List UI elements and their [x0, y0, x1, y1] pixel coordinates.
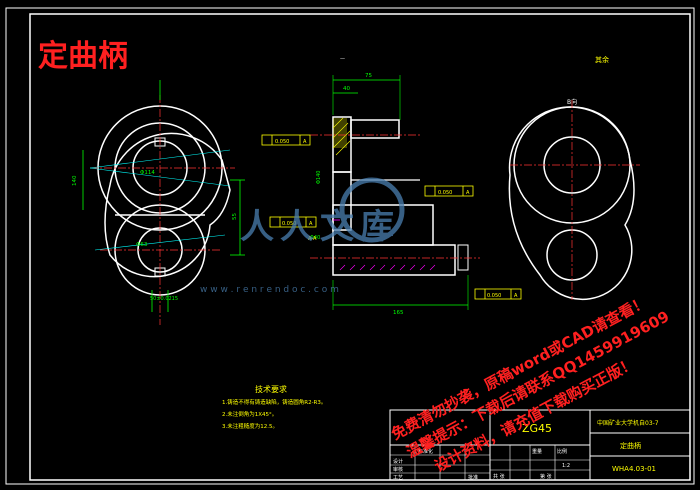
title-block: ZG45 中国矿业大学机自03-7 定曲柄 WHA4.03-01 设计 审核 工…	[389, 409, 691, 481]
svg-text:A: A	[466, 190, 470, 196]
dim-75-label: 75	[365, 73, 372, 79]
inner-frame	[29, 13, 691, 481]
tb-label-scale: 比例	[557, 448, 567, 455]
dim-140-label: 140	[72, 175, 78, 186]
outer-frame	[5, 7, 695, 485]
watermark-url: w w w . r e n r e n d o c . c o m	[200, 285, 339, 295]
svg-text:A: A	[514, 293, 518, 299]
tb-label-design: 设计	[393, 458, 403, 465]
left-radial-2	[89, 167, 231, 187]
svg-text:0.050: 0.050	[282, 221, 296, 227]
left-view: Φ114 Φ63 140 55 50±0.0215	[72, 80, 245, 325]
tb-material: ZG45	[522, 422, 552, 435]
tol-frame-1: 0.050 A	[261, 134, 311, 146]
dim-40-label: 40	[343, 86, 350, 92]
drawing-title: 定曲柄	[38, 39, 128, 74]
other-roughness-label: 其余	[595, 55, 609, 64]
tb-label-sheets: 共 张	[493, 473, 505, 480]
lower-hatch-lines	[339, 264, 436, 271]
upper-hatch-fill	[333, 118, 347, 148]
tb-label-check: 审核	[393, 466, 403, 473]
tol-frame-2: 0.050 A	[424, 185, 474, 197]
dim-phi140-label: Φ140	[316, 171, 322, 184]
dim-55-label: 55	[232, 213, 238, 220]
section-label-top: —	[340, 56, 345, 62]
tol-frame-4: 0.050 A	[474, 288, 522, 300]
watermark-line-2: 温馨提示：下载后请联系QQ1459919609	[403, 307, 672, 461]
left-outline	[104, 132, 231, 278]
svg-text:0.050: 0.050	[438, 190, 452, 196]
svg-text:A: A	[309, 221, 313, 227]
note-2: 2.未注倒角为1X45°。	[222, 410, 277, 418]
upper-boss	[350, 119, 400, 139]
tb-school: 中国矿业大学机自03-7	[597, 419, 659, 427]
lower-step	[457, 244, 469, 271]
right-view	[508, 100, 640, 301]
note-3: 3.未注粗糙度为12.5。	[222, 422, 278, 430]
left-radial-3	[94, 234, 226, 251]
section-view-label: A-A	[308, 236, 317, 242]
dim-bottom-tol: 50±0.0215	[150, 296, 178, 302]
dim-phi114-label: Φ114	[140, 170, 155, 176]
notes-heading: 技术要求	[255, 384, 287, 394]
tb-drawing-no: WHA4.03-01	[612, 465, 656, 473]
tb-label-approve: 批准	[468, 474, 478, 481]
svg-text:A: A	[303, 139, 307, 145]
tb-label-weight: 重量	[532, 448, 542, 455]
dim-165-label: 165	[393, 310, 404, 316]
technical-notes: 技术要求 1.铸造不得有铸造缺陷，铸造圆角R2-R3。 2.未注倒角为1X45°…	[222, 384, 326, 430]
watermark-logo-text: 人人文库	[240, 207, 400, 247]
left-radial-1	[89, 149, 231, 169]
svg-text:0.050: 0.050	[487, 293, 501, 299]
dim-phi63-label: Φ63	[136, 242, 148, 248]
tb-label-standard: 标准化	[418, 448, 433, 455]
dim-phi40-label: Φ40	[310, 235, 320, 241]
watermark-logo: 人人文库 w w w . r e n r e n d o c . c o m	[200, 177, 405, 295]
web	[332, 171, 352, 231]
watermark-ring	[339, 177, 405, 243]
svg-text:0.050: 0.050	[275, 139, 289, 145]
tb-label-process: 工艺	[393, 475, 403, 481]
section-view: 75 40 165	[261, 73, 522, 316]
tb-part-name: 定曲柄	[620, 441, 641, 450]
tb-label-sheet: 第 张	[540, 473, 552, 480]
tol-frame-3: 0.050 A	[269, 216, 317, 228]
upper-hatch-lines	[332, 117, 351, 156]
tb-scale: 1:2	[562, 463, 570, 469]
note-1: 1.铸造不得有铸造缺陷，铸造圆角R2-R3。	[222, 398, 326, 406]
lower-flange	[332, 244, 456, 276]
